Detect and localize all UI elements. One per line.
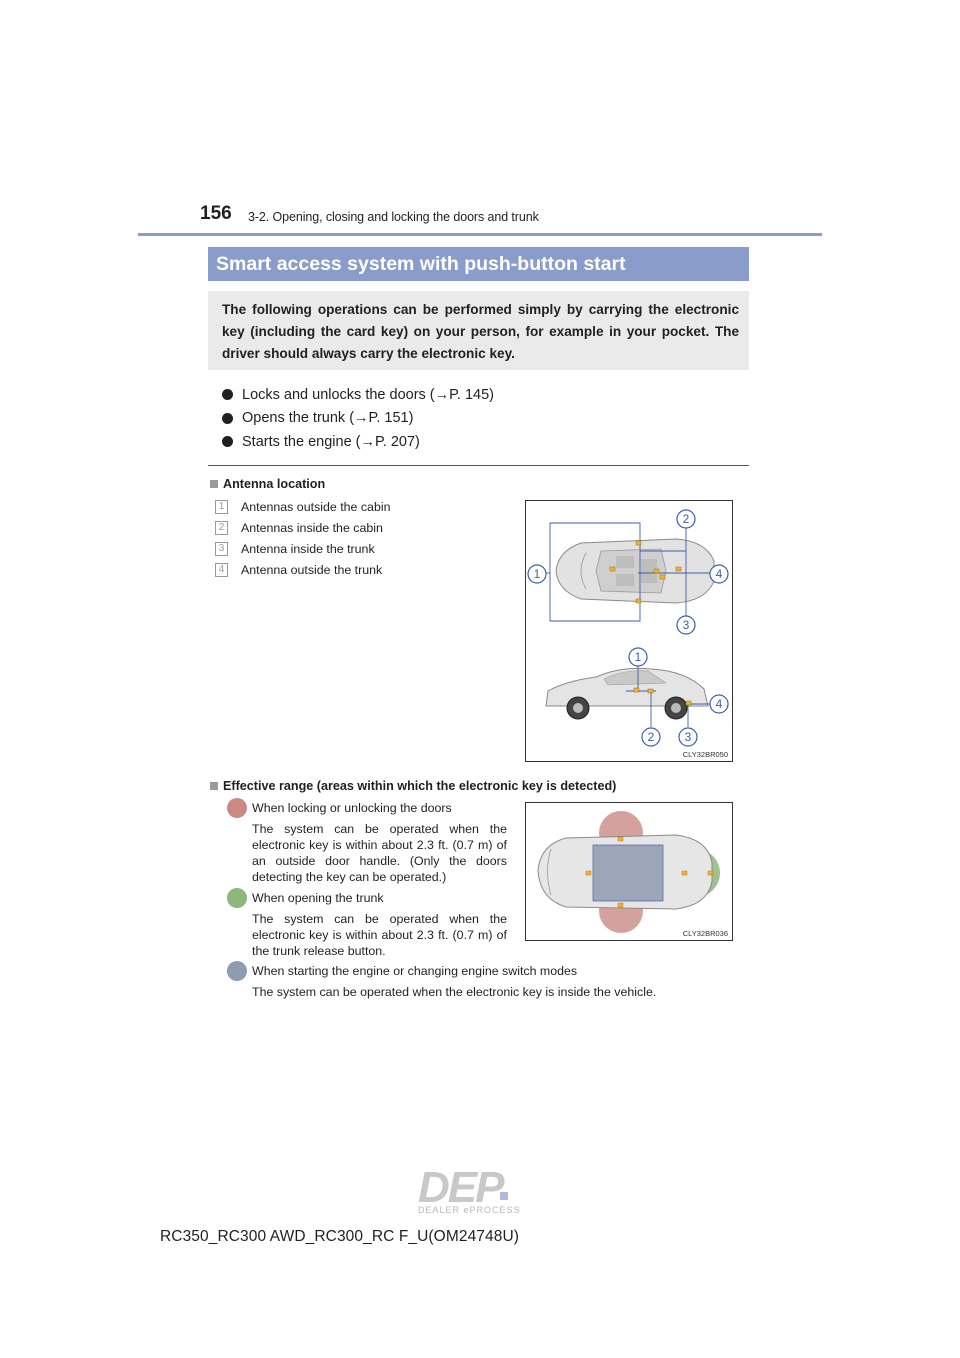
list-item: Locks and unlocks the doors (→P. 145) xyxy=(222,383,494,407)
figure-code: CLY32BR036 xyxy=(682,929,728,938)
car-top-view-icon xyxy=(555,538,715,604)
range-description: The system can be operated when the elec… xyxy=(252,912,507,958)
range-heading: Effective range (areas within which the … xyxy=(210,779,616,793)
range-description: The system can be operated when the elec… xyxy=(252,822,507,884)
blue-zone-swatch-icon xyxy=(227,961,247,981)
legend-label: Antennas outside the cabin xyxy=(241,499,391,514)
intro-text: The following operations can be performe… xyxy=(208,291,749,370)
antenna-heading: Antenna location xyxy=(210,477,325,491)
model-code: RC350_RC300 AWD_RC300_RC F_U(OM24748U) xyxy=(160,1228,520,1245)
svg-text:DEP: DEP xyxy=(418,1164,505,1212)
svg-text:3: 3 xyxy=(685,730,692,744)
legend-item: 1 Antennas outside the cabin xyxy=(215,496,391,517)
car-antenna-diagram: 1 2 4 3 1 4 2 3 xyxy=(527,509,729,747)
svg-text:2: 2 xyxy=(648,730,655,744)
list-item: Starts the engine (→P. 207) xyxy=(222,430,494,454)
bullet-icon xyxy=(222,412,233,424)
legend-label: Antennas inside the cabin xyxy=(241,520,383,535)
list-item: Opens the trunk (→P. 151) xyxy=(222,407,494,431)
figure-code: CLY32BR050 xyxy=(682,750,728,759)
legend-label: Antenna inside the trunk xyxy=(241,541,375,556)
list-item-label: Starts the engine (→P. 207) xyxy=(242,433,420,450)
legend-item: 3 Antenna inside the trunk xyxy=(215,538,391,559)
legend-item: 2 Antennas inside the cabin xyxy=(215,517,391,538)
range-description: The system can be operated when the elec… xyxy=(252,985,657,999)
svg-text:DEALER ePROCESS: DEALER ePROCESS xyxy=(418,1205,521,1215)
list-item-label: Locks and unlocks the doors (→P. 145) xyxy=(242,386,495,403)
svg-text:2: 2 xyxy=(683,512,690,526)
bullet-icon xyxy=(222,389,233,401)
number-badge: 2 xyxy=(215,520,228,535)
bullet-icon xyxy=(222,436,233,448)
range-title: When opening the trunk xyxy=(252,891,384,905)
chapter-title: 3-2. Opening, closing and locking the do… xyxy=(248,210,539,224)
range-title: When starting the engine or changing eng… xyxy=(252,964,578,978)
section-divider xyxy=(208,465,749,466)
svg-text:3: 3 xyxy=(683,618,690,632)
antenna-legend: 1 Antennas outside the cabin 2 Antennas … xyxy=(215,496,391,580)
dep-logo-icon: DEP DEALER ePROCESS xyxy=(418,1163,521,1215)
range-item-engine: When starting the engine or changing eng… xyxy=(227,961,749,1000)
antenna-figure: 1 2 4 3 1 4 2 3 CLY32BR050 xyxy=(525,500,733,762)
green-zone-swatch-icon xyxy=(227,888,247,908)
range-figure: CLY32BR036 xyxy=(525,802,733,941)
number-badge: 3 xyxy=(215,541,228,556)
legend-label: Antenna outside the trunk xyxy=(241,562,383,577)
section-title: Smart access system with push-button sta… xyxy=(208,247,749,281)
header-divider xyxy=(138,233,822,236)
square-bullet-icon xyxy=(210,782,218,790)
svg-text:1: 1 xyxy=(534,567,541,581)
range-item-doors: When locking or unlocking the doors The … xyxy=(227,798,507,885)
svg-text:4: 4 xyxy=(716,567,723,581)
range-title: When locking or unlocking the doors xyxy=(252,801,452,815)
legend-item: 4 Antenna outside the trunk xyxy=(215,559,391,580)
car-side-view-icon xyxy=(545,667,709,720)
dealer-eprocess-logo: DEP DEALER ePROCESS xyxy=(416,1163,546,1216)
car-range-diagram xyxy=(537,811,720,933)
svg-text:1: 1 xyxy=(635,650,642,664)
number-badge: 4 xyxy=(215,562,228,577)
red-zone-swatch-icon xyxy=(227,798,247,818)
number-badge: 1 xyxy=(215,499,228,514)
list-item-label: Opens the trunk (→P. 151) xyxy=(242,410,414,427)
feature-list: Locks and unlocks the doors (→P. 145) Op… xyxy=(222,383,494,454)
page-number: 156 xyxy=(200,203,232,224)
range-item-trunk: When opening the trunk The system can be… xyxy=(227,888,507,959)
svg-text:4: 4 xyxy=(716,697,723,711)
square-bullet-icon xyxy=(210,480,218,488)
